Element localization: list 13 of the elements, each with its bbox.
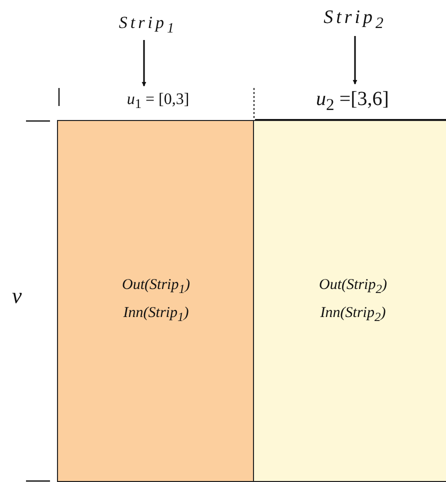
arrow: [352, 36, 358, 84]
strip-label: Strip$_{2}$: [324, 8, 386, 32]
strip-region: [253, 120, 446, 482]
arrow: [142, 40, 146, 86]
strip-region: [57, 120, 255, 482]
region-text: Inn(Strip$_{1}$): [123, 305, 189, 325]
strip-label: Strip$_{1}$: [118, 14, 178, 36]
range-label: u$_{1}$ = [0,3]: [126, 92, 190, 110]
region-text: Out(Strip$_{2}$): [319, 277, 387, 297]
range-label: u$_{2}$ =[3,6]: [316, 88, 389, 114]
region-text: Out(Strip$_{1}$): [122, 277, 190, 297]
axis-label: v: [12, 285, 22, 307]
region-text: Inn(Strip$_{2}$): [320, 305, 386, 325]
